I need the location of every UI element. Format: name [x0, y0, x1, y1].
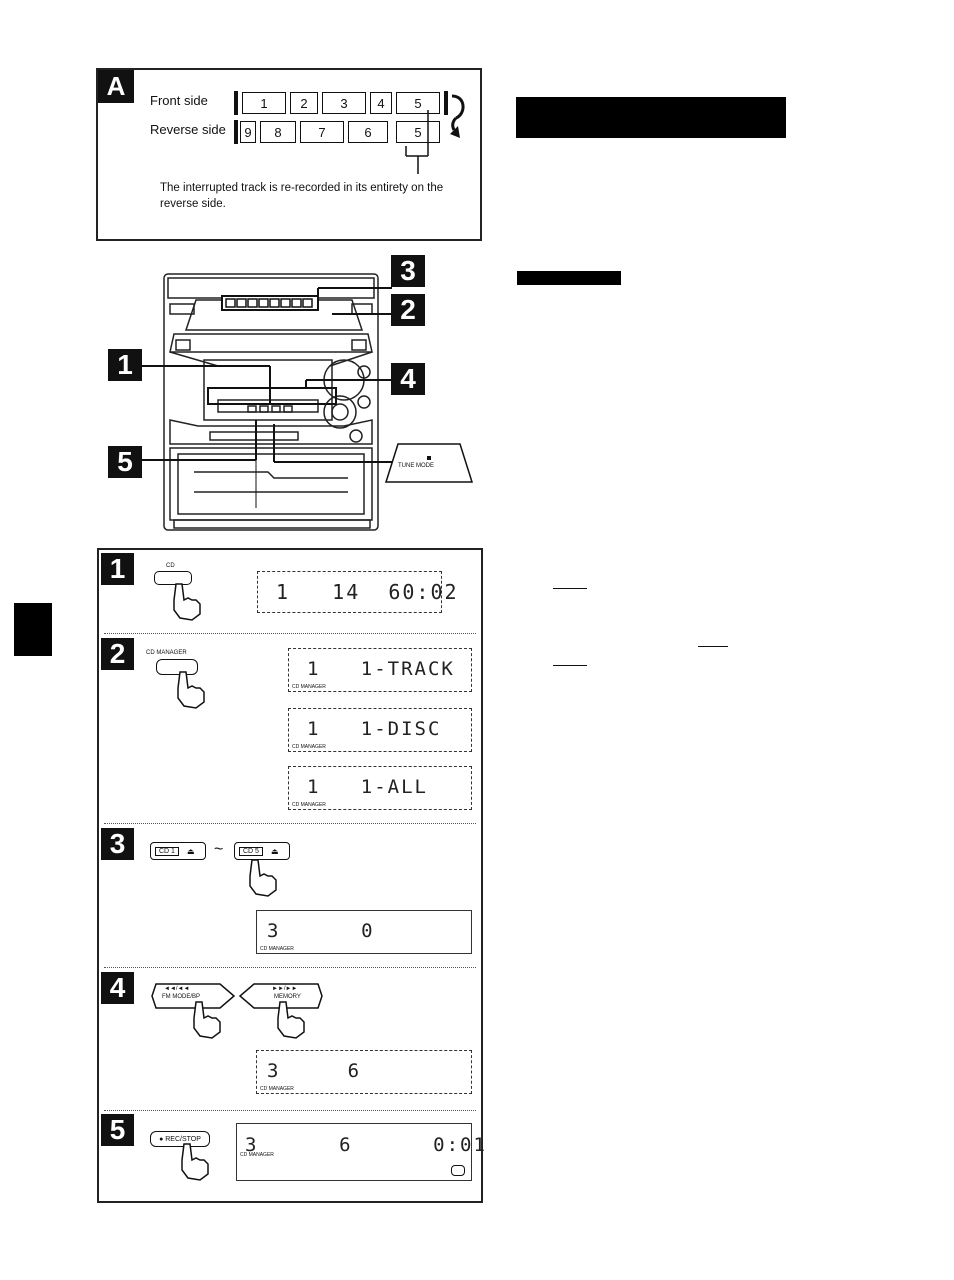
cd-manager-button[interactable]: [156, 659, 198, 675]
front-track-1: 1: [242, 92, 286, 114]
cd-manager-indicator: CD MANAGER: [292, 684, 326, 690]
callout-5: 5: [108, 446, 142, 478]
prev-skip-icon: ◄◄/◄◄: [164, 986, 190, 992]
step-2-display-all-text: 1 1-ALL: [307, 776, 428, 798]
front-track-5: 5: [396, 92, 440, 114]
front-track-2: 2: [290, 92, 318, 114]
cd-1-button-label: CD 1: [155, 846, 179, 856]
section-title-bar: [516, 97, 786, 138]
reverse-track-8: 8: [260, 121, 296, 143]
reverse-track-5: 5: [396, 121, 440, 143]
callout-4: 4: [391, 363, 425, 395]
hand-press-icon: [193, 1001, 221, 1039]
cd-1-button[interactable]: CD 1 ⏏: [150, 842, 206, 860]
reverse-track-7: 7: [300, 121, 344, 143]
text-mark-1: [553, 588, 587, 589]
cd-manager-indicator: CD MANAGER: [292, 802, 326, 808]
step-2-display-disc-text: 1 1-DISC: [307, 718, 442, 740]
steps-panel: [97, 548, 483, 1203]
page-edge-tab: [14, 603, 52, 656]
step-5-badge: 5: [101, 1114, 134, 1146]
front-start-bar: [234, 91, 238, 115]
callout-3: 3: [391, 255, 425, 287]
hand-press-icon: [177, 671, 205, 709]
cd-manager-indicator: CD MANAGER: [292, 744, 326, 750]
front-track-3: 3: [322, 92, 366, 114]
step-divider: [104, 967, 476, 968]
reverse-side-label: Reverse side: [150, 122, 226, 137]
step-1-badge: 1: [101, 553, 134, 585]
cd-5-button-label: CD 5: [239, 846, 263, 856]
front-track-4: 4: [370, 92, 392, 114]
subsection-title-bar: [517, 271, 621, 285]
step-3-display-text: 3 0: [267, 920, 375, 942]
step-2-display-track: 1 1-TRACK CD MANAGER: [288, 648, 472, 692]
rec-stop-button[interactable]: ● REC/STOP: [150, 1131, 210, 1147]
eject-icon: ⏏: [270, 846, 279, 856]
hand-press-icon: [173, 583, 201, 621]
next-skip-icon: ►►/►►: [272, 986, 298, 992]
step-2-display-all: 1 1-ALL CD MANAGER: [288, 766, 472, 810]
step-5-display: 3 6 0:01 CD MANAGER: [236, 1123, 485, 1181]
cd-manager-button-label: CD MANAGER: [146, 650, 187, 656]
fm-mode-bp-label: FM MODE/BP: [162, 994, 201, 1000]
step-divider: [104, 633, 476, 634]
step-3-display: 3 0 CD MANAGER: [256, 910, 472, 954]
text-mark-3: [553, 665, 587, 666]
callout-1: 1: [108, 349, 142, 381]
step-4-display: 3 6 CD MANAGER: [256, 1050, 472, 1094]
text-mark-2: [698, 646, 728, 647]
cd-button[interactable]: [154, 571, 192, 585]
step-5-display-text: 3 6 0:01: [245, 1134, 487, 1156]
cd-button-label: CD: [166, 563, 175, 569]
front-end-bar: [444, 91, 448, 115]
flip-arrow-icon: [450, 94, 465, 138]
reverse-start-bar: [234, 120, 238, 144]
memory-button[interactable]: ►►/►► MEMORY: [238, 982, 324, 1010]
eject-icon: ⏏: [186, 846, 195, 856]
cd-manager-indicator: CD MANAGER: [240, 1152, 274, 1158]
step-divider: [104, 823, 476, 824]
panel-a: A Front side Reverse side 1 2 3 4 5 9 8 …: [96, 68, 482, 241]
reverse-track-9: 9: [240, 121, 256, 143]
bracket-icon: [405, 110, 429, 174]
step-1-display-text: 1 14 60:02: [276, 580, 459, 604]
cd-5-button[interactable]: CD 5 ⏏: [234, 842, 290, 860]
hand-press-icon: [277, 1001, 305, 1039]
step-1-display: 1 14 60:02: [257, 571, 457, 613]
step-2-badge: 2: [101, 638, 134, 670]
hand-press-icon: [249, 859, 277, 897]
tune-mode-label: TUNE MODE: [398, 463, 434, 469]
cd-manager-indicator: CD MANAGER: [260, 946, 294, 952]
range-tilde: ~: [214, 841, 224, 858]
step-3-badge: 3: [101, 828, 134, 860]
hand-press-icon: [181, 1143, 209, 1181]
record-indicator-icon: [451, 1165, 465, 1176]
stereo-illustration: [142, 273, 474, 531]
panel-a-caption: The interrupted track is re-recorded in …: [160, 182, 444, 210]
panel-a-badge: A: [98, 70, 134, 103]
fm-mode-bp-button[interactable]: ◄◄/◄◄ FM MODE/BP: [150, 982, 236, 1010]
callout-2: 2: [391, 294, 425, 326]
step-divider: [104, 1110, 476, 1111]
step-2-display-disc: 1 1-DISC CD MANAGER: [288, 708, 472, 752]
cd-manager-indicator: CD MANAGER: [260, 1086, 294, 1092]
step-2-display-track-text: 1 1-TRACK: [307, 658, 455, 680]
front-side-label: Front side: [150, 93, 208, 108]
step-4-badge: 4: [101, 972, 134, 1004]
reverse-track-6: 6: [348, 121, 388, 143]
memory-label: MEMORY: [274, 994, 301, 1000]
step-4-display-text: 3 6: [267, 1060, 362, 1082]
